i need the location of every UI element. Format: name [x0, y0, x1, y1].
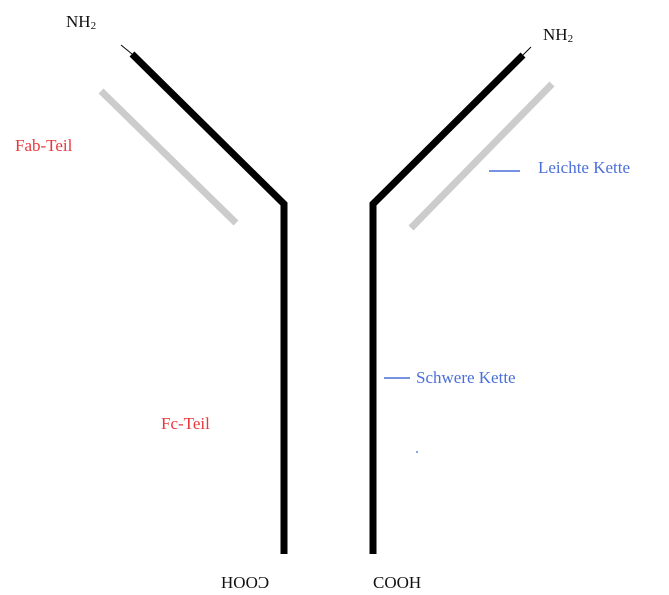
- heavy-chain-label: Schwere Kette: [416, 368, 516, 387]
- stray-dot: [416, 451, 418, 453]
- cooh-left-mirrored-text: COOH: [221, 573, 270, 592]
- light-chain-right: [408, 81, 555, 231]
- cooh-right-label: COOH: [373, 573, 422, 592]
- light-chain-label: Leichte Kette: [538, 158, 631, 177]
- heavy-chain-right: [369, 52, 526, 554]
- fc-part-label: Fc-Teil: [161, 414, 210, 433]
- nh2-left-label: NH2: [66, 12, 97, 33]
- heavy-chain-left: [129, 51, 288, 554]
- nh2-left-connector: [120, 44, 133, 55]
- cooh-left-label: COOH: [221, 573, 270, 592]
- nh2-right-connector: [522, 46, 532, 56]
- light-chain-left: [98, 88, 239, 226]
- nh2-right-label: NH2: [543, 25, 574, 46]
- fab-part-label: Fab-Teil: [15, 136, 73, 155]
